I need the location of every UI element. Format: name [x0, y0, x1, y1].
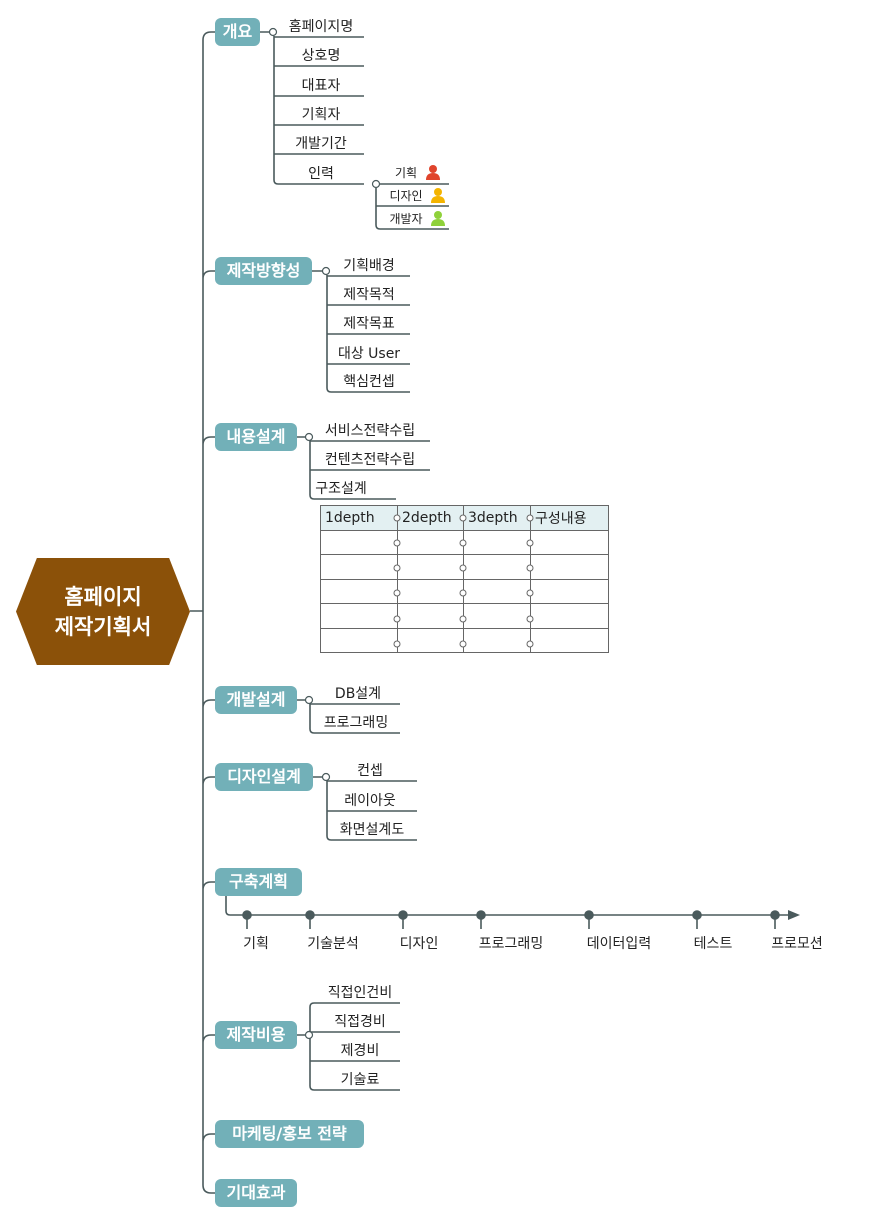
table-header: 3depth	[463, 505, 531, 531]
timeline-step[interactable]: 프로모션	[771, 936, 823, 952]
table-header: 구성내용	[530, 505, 609, 531]
staff-item[interactable]: 기획	[394, 166, 418, 180]
table-header: 1depth	[320, 505, 398, 531]
overview-branch	[260, 31, 364, 185]
design-child[interactable]: 컨셉	[357, 763, 383, 779]
person-icon	[426, 165, 440, 180]
table-row	[320, 529, 609, 555]
timeline-arrow-icon	[788, 910, 800, 920]
node-plan[interactable]: 구축계획	[215, 868, 302, 896]
timeline-dot	[692, 910, 702, 920]
content-branch	[297, 436, 430, 500]
dev-child[interactable]: 프로그래밍	[323, 715, 389, 731]
timeline-dot	[242, 910, 252, 920]
table-header: 2depth	[397, 505, 464, 531]
cost-child[interactable]: 기술료	[340, 1072, 380, 1088]
overview-child[interactable]: 기획자	[301, 107, 341, 123]
plan-timeline	[225, 896, 790, 916]
direction-branch	[312, 270, 410, 393]
node-design[interactable]: 디자인설계	[215, 763, 313, 791]
content-child[interactable]: 컨텐츠전략수립	[324, 452, 416, 468]
connector-circle	[304, 695, 314, 705]
dev-branch	[297, 699, 400, 734]
overview-child[interactable]: 홈페이지명	[288, 19, 354, 35]
timeline-step[interactable]: 기술분석	[307, 936, 359, 952]
cost-child[interactable]: 직접인건비	[327, 985, 393, 1001]
overview-child[interactable]: 상호명	[301, 48, 341, 64]
timeline-step[interactable]: 디자인	[399, 936, 439, 952]
table-row	[320, 554, 609, 580]
content-child[interactable]: 서비스전략수립	[324, 423, 416, 439]
node-dev[interactable]: 개발설계	[215, 686, 297, 714]
overview-child[interactable]: 인력	[308, 166, 334, 182]
design-child[interactable]: 화면설계도	[339, 822, 405, 838]
node-effect[interactable]: 기대효과	[215, 1179, 297, 1207]
node-content[interactable]: 내용설계	[215, 423, 297, 451]
direction-child[interactable]: 핵심컨셉	[343, 374, 395, 390]
table-row	[320, 603, 609, 629]
timeline-dot	[584, 910, 594, 920]
direction-child[interactable]: 기획배경	[343, 258, 395, 274]
cost-child[interactable]: 제경비	[340, 1043, 380, 1059]
cost-child[interactable]: 직접경비	[334, 1014, 386, 1030]
staff-branch	[375, 183, 449, 230]
timeline-step[interactable]: 테스트	[693, 936, 733, 952]
person-icon	[431, 188, 445, 203]
staff-item[interactable]: 개발자	[389, 212, 423, 226]
design-branch	[313, 776, 417, 841]
connector-circle	[304, 432, 314, 442]
table-row	[320, 578, 609, 604]
table-row	[320, 627, 609, 653]
direction-child[interactable]: 제작목적	[343, 287, 395, 303]
timeline-dot	[476, 910, 486, 920]
connector-circle	[321, 772, 331, 782]
overview-child[interactable]: 개발기간	[295, 136, 347, 152]
timeline-step[interactable]: 데이터입력	[586, 936, 652, 952]
root-line1: 홈페이지	[64, 584, 142, 609]
timeline-dot	[398, 910, 408, 920]
staff-item[interactable]: 디자인	[389, 189, 423, 203]
node-cost[interactable]: 제작비용	[215, 1021, 297, 1049]
overview-child[interactable]: 대표자	[301, 78, 341, 94]
direction-child[interactable]: 제작목표	[343, 316, 395, 332]
design-child[interactable]: 레이아웃	[344, 793, 396, 809]
connector-circle	[268, 27, 278, 37]
timeline-dot	[770, 910, 780, 920]
node-overview[interactable]: 개요	[215, 18, 260, 46]
connector-circle	[321, 266, 331, 276]
timeline-dots	[242, 910, 780, 929]
timeline-step[interactable]: 프로그래밍	[478, 936, 544, 952]
timeline-dot	[305, 910, 315, 920]
trunk-line	[190, 31, 215, 1194]
connector-circle	[304, 1030, 314, 1040]
node-direction[interactable]: 제작방향성	[215, 257, 312, 285]
root-line2: 제작기획서	[54, 614, 152, 639]
content-child[interactable]: 구조설계	[315, 481, 367, 497]
dev-child[interactable]: DB설계	[334, 686, 382, 702]
cost-branch	[297, 1002, 400, 1091]
direction-child[interactable]: 대상 User	[337, 346, 401, 362]
timeline-step[interactable]: 기획	[243, 936, 269, 952]
connector-circle	[371, 179, 381, 189]
person-icon	[431, 211, 445, 226]
node-marketing[interactable]: 마케팅/홍보 전략	[215, 1120, 364, 1148]
